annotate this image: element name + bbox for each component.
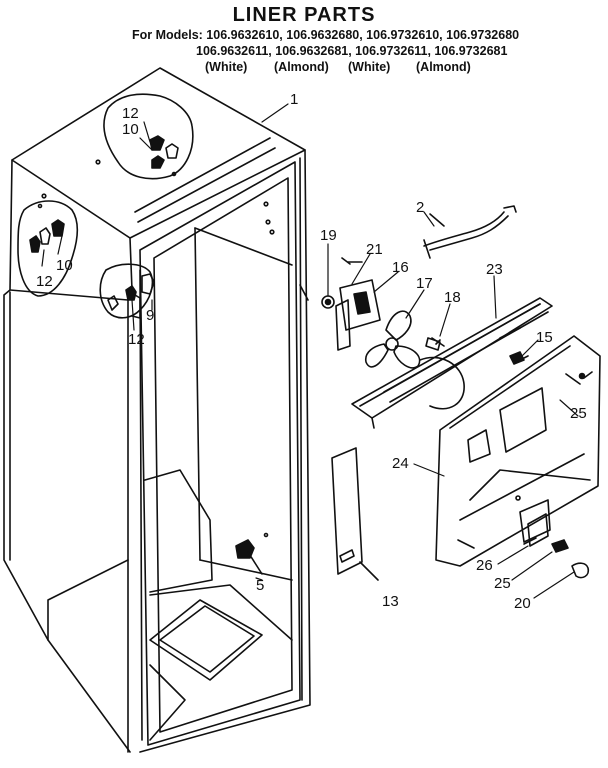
part-5-clip	[235, 539, 263, 575]
callout-5: 5	[256, 577, 264, 594]
variant-label-1: (White)	[205, 60, 248, 74]
side-hinge-detail-upper	[17, 200, 79, 297]
callout-26: 26	[476, 557, 493, 574]
callout-12-side: 12	[36, 273, 53, 290]
part-13-panel	[331, 447, 379, 581]
liner-cabinet	[3, 67, 311, 753]
callout-labels: 1 12 10 10 12 9 12 5 13 19 21 16 17 18 2…	[36, 91, 587, 612]
callout-23: 23	[486, 261, 503, 278]
part-15-screw	[509, 351, 525, 365]
callout-16: 16	[392, 259, 409, 276]
models-line-1: For Models: 106.9632610, 106.9632680, 10…	[132, 28, 520, 42]
variant-label-4: (Almond)	[416, 60, 471, 74]
callout-12-lower: 12	[128, 331, 145, 348]
models-line-2: 106.9632611, 106.9632681, 106.9732611, 1…	[196, 44, 508, 58]
callout-13: 13	[382, 593, 399, 610]
callout-25-lower: 25	[494, 575, 511, 592]
variant-label-3: (White)	[348, 60, 391, 74]
callout-9: 9	[146, 307, 154, 324]
diagram-title: LINER PARTS	[232, 4, 376, 26]
callout-17: 17	[416, 275, 433, 292]
callout-10-top: 10	[122, 121, 139, 138]
part-23-cover	[351, 297, 553, 429]
callout-20: 20	[514, 595, 531, 612]
callout-1: 1	[290, 91, 298, 108]
callout-10-side: 10	[56, 257, 73, 274]
variant-label-2: (Almond)	[274, 60, 329, 74]
callout-19: 19	[320, 227, 337, 244]
upper-hinge-detail	[103, 93, 194, 180]
callout-2: 2	[416, 199, 424, 216]
callout-18: 18	[444, 289, 461, 306]
part-24-housing	[435, 335, 601, 567]
part-26-bracket	[523, 513, 590, 579]
leader-lines	[41, 103, 579, 599]
callout-15: 15	[536, 329, 553, 346]
fan-motor-assembly	[321, 257, 445, 369]
callout-24: 24	[392, 455, 409, 472]
part-18-screw	[425, 337, 441, 351]
part-2-harness	[423, 205, 517, 259]
callout-12-top: 12	[122, 105, 139, 122]
callout-25-upper: 25	[570, 405, 587, 422]
callout-21: 21	[366, 241, 383, 258]
side-hinge-detail-lower	[99, 263, 155, 319]
